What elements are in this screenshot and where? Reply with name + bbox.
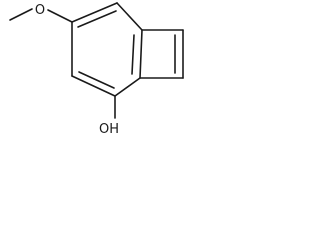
ring-bond-1-double (77, 10, 117, 28)
ring-bond-3 (139, 29, 143, 79)
ring-bond-4 (114, 77, 141, 97)
ring-bond-3-double (131, 34, 135, 75)
ring-bond-2 (116, 2, 143, 31)
methyl-bond (9, 8, 33, 21)
methoxy-ring-bond (47, 9, 73, 23)
hydroxyl-label: OH (99, 122, 119, 137)
ring-bond-5-double (78, 71, 115, 89)
ring-bond-1 (71, 2, 118, 23)
ring-bond-5 (71, 75, 116, 97)
methoxy-oxygen-label: O (35, 3, 45, 18)
chemical-structure-diagram: O OH (9, 2, 184, 137)
